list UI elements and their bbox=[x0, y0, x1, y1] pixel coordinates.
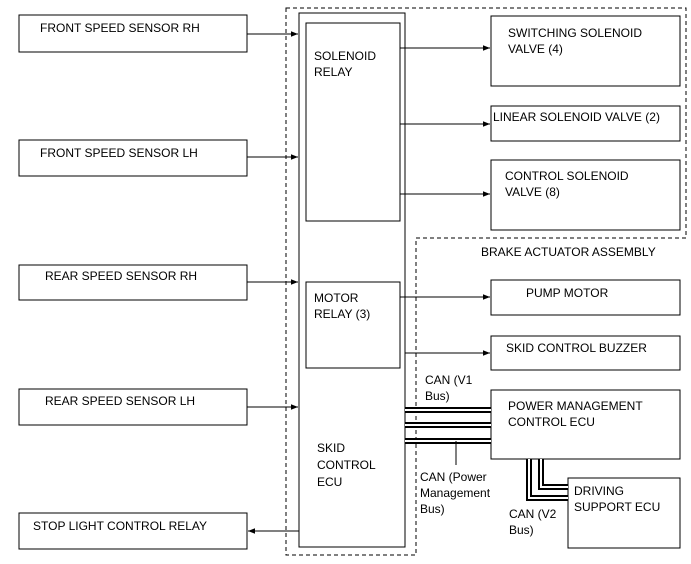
solenoid-relay-label: SOLENOID RELAY bbox=[314, 49, 379, 79]
solenoid-relay-box bbox=[305, 22, 401, 222]
front-speed-sensor-rh-label: FRONT SPEED SENSOR RH bbox=[40, 21, 200, 35]
linear-solenoid-valve-box bbox=[490, 105, 681, 142]
driving-support-ecu-label: DRIVING SUPPORT ECU bbox=[574, 484, 660, 514]
skid-control-buzzer-label: SKID CONTROL BUZZER bbox=[506, 341, 647, 355]
pump-motor-label: PUMP MOTOR bbox=[526, 286, 609, 300]
rear-speed-sensor-rh-label: REAR SPEED SENSOR RH bbox=[45, 269, 197, 283]
rear-speed-sensor-lh-label: REAR SPEED SENSOR LH bbox=[45, 394, 195, 408]
power-management-control-ecu-label: POWER MANAGEMENT CONTROL ECU bbox=[508, 399, 646, 429]
can-v1-bus-label: CAN (V1 Bus) bbox=[425, 373, 476, 403]
can-v2-bus-line-inner bbox=[538, 459, 568, 490]
switching-solenoid-valve-label: SWITCHING SOLENOID VALVE (4) bbox=[508, 26, 645, 56]
motor-relay-box bbox=[305, 281, 401, 369]
skid-control-buzzer-box bbox=[490, 335, 681, 371]
front-speed-sensor-lh-label: FRONT SPEED SENSOR LH bbox=[40, 146, 198, 160]
switching-solenoid-valve-box bbox=[490, 15, 681, 87]
front-speed-sensor-lh-box bbox=[18, 139, 248, 177]
can-v2-bus-label: CAN (V2 Bus) bbox=[509, 507, 560, 537]
rear-speed-sensor-lh-box bbox=[18, 388, 248, 426]
linear-solenoid-valve-label: LINEAR SOLENOID VALVE (2) bbox=[493, 110, 660, 124]
driving-support-ecu-box bbox=[567, 477, 681, 549]
control-solenoid-valve-label: CONTROL SOLENOID VALVE (8) bbox=[505, 169, 632, 199]
can-power-management-bus-label: CAN (Power Management Bus) bbox=[420, 470, 493, 516]
stop-light-control-relay-box bbox=[18, 512, 248, 550]
motor-relay-label: MOTOR RELAY (3) bbox=[314, 291, 370, 321]
pump-motor-box bbox=[490, 279, 681, 316]
can-v2-bus-line-outer bbox=[526, 459, 568, 501]
stop-light-control-relay-label: STOP LIGHT CONTROL RELAY bbox=[33, 519, 207, 533]
skid-control-ecu-label: SKID CONTROL ECU bbox=[317, 441, 379, 489]
brake-actuator-assembly-boundary bbox=[285, 7, 687, 556]
front-speed-sensor-rh-box bbox=[18, 14, 248, 53]
brake-actuator-assembly-label: BRAKE ACTUATOR ASSEMBLY bbox=[481, 245, 656, 259]
control-solenoid-valve-box bbox=[490, 159, 681, 231]
power-management-control-ecu-box bbox=[490, 389, 681, 460]
